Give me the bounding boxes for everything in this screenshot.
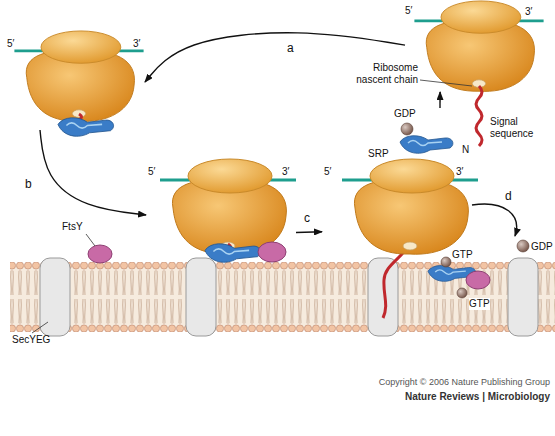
part-label: Ribosome nascent chain — [348, 62, 418, 86]
step-letter: b — [24, 178, 33, 191]
nucleotide-label: GTP — [452, 249, 473, 261]
node-text: 3′ — [282, 166, 289, 178]
part-label: FtsY — [62, 221, 83, 233]
ftsy-receptor — [88, 245, 112, 263]
secyeg-channel — [40, 258, 538, 336]
step-arrow — [296, 231, 322, 233]
ribosome — [160, 159, 296, 262]
node-text: 5′ — [148, 166, 155, 178]
step-letter: c — [303, 212, 311, 225]
node-text: 3′ — [525, 6, 532, 18]
step-arrow — [439, 92, 441, 108]
node-text: 3′ — [133, 38, 140, 50]
ribosome-complex: 5′ 3′ — [322, 150, 472, 262]
node-text: GDP — [394, 108, 416, 120]
node-text: 5′ — [7, 38, 14, 50]
srp-ftsy-complex — [428, 204, 529, 298]
node-text: 5′ — [324, 166, 331, 178]
signal-sequence — [476, 86, 482, 146]
ribosome — [342, 159, 478, 318]
srp-particle — [400, 123, 453, 153]
ribosome-complex: 5′ 3′ — [405, 0, 540, 92]
nucleotide-label: GDP — [531, 241, 553, 253]
part-label: Signal sequence — [490, 116, 546, 140]
nucleotide-label: GTP — [469, 298, 490, 310]
leader-line — [86, 234, 95, 246]
ribosome — [414, 1, 543, 146]
ribosome-complex: 5′ 3′ — [5, 28, 145, 130]
srp-particle: GDP SRP — [368, 108, 454, 168]
part-label: SecYEG — [12, 334, 50, 346]
leader-line — [32, 322, 48, 333]
journal-credit: Nature Reviews | Microbiology — [300, 391, 550, 403]
membrane — [10, 262, 555, 332]
step-letter: a — [286, 42, 295, 55]
step-arrow — [40, 130, 146, 215]
ribosome — [14, 31, 143, 136]
node-text: 5′ — [405, 5, 412, 17]
release-arrow — [472, 204, 517, 236]
copyright-note: Copyright © 2006 Nature Publishing Group — [300, 376, 550, 388]
node-text: SRP — [368, 148, 389, 160]
node-text: 3′ — [456, 166, 463, 178]
ribosome-complex: 5′ 3′ — [146, 150, 296, 263]
leader-line — [420, 80, 472, 86]
step-letter: d — [505, 190, 512, 202]
terminus-label: N — [462, 144, 469, 156]
